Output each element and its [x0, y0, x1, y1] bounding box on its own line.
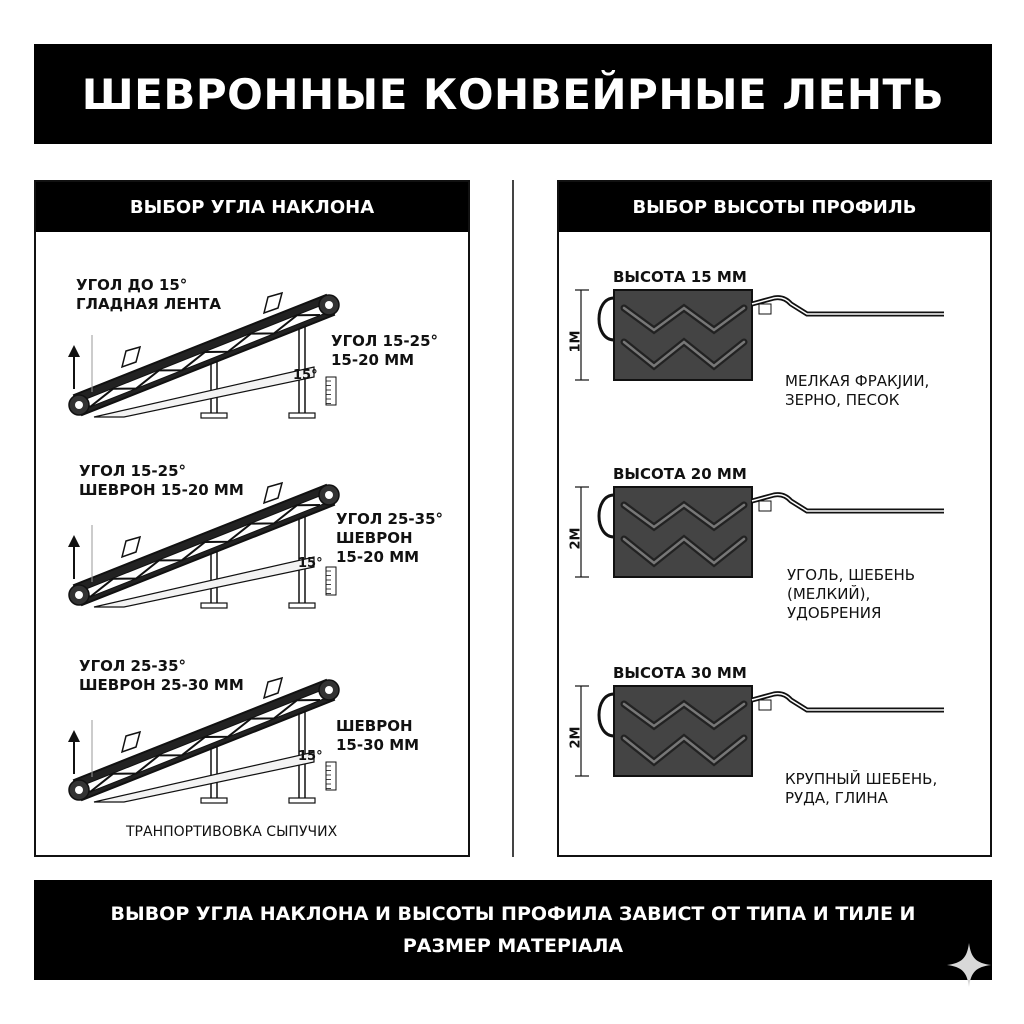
conveyor-illustration-3 [68, 676, 340, 804]
footer-banner: ВЫВОР УГЛА НАКЛОНА И ВЫСОТЫ ПРОФИЛА ЗАВИ… [34, 880, 992, 980]
angle-label-right-2: УГОЛ 25-35° ШЕВРОН 15-20 ММ [336, 510, 444, 566]
panel-caption: ТРАНПОРТИВОВКА СЫПУЧИХ [126, 824, 338, 840]
title-banner: ШЕВРОННЫЕ КОНВЕЙРНЫЕ ЛЕНТЬ [34, 44, 992, 144]
angle-label-left-1: УГОЛ ДО 15° ГЛАДНАЯ ЛЕНТА [76, 276, 222, 313]
angle-label-left-2: УГОЛ 15-25° ШЕВРОН 15-20 ММ [79, 462, 244, 499]
sparkle-icon [947, 943, 991, 987]
panel-divider [512, 180, 514, 857]
profile-height-label-3: ВЫСОТА 30 ММ [613, 664, 747, 682]
angle-label-right-3: ШЕВРОН 15-30 ММ [336, 717, 420, 754]
profile-dim-label-2: 2М [568, 527, 584, 550]
profile-height-label-1: ВЫСОТА 15 ММ [613, 268, 747, 286]
angle-mark-1: 15° [293, 368, 318, 383]
profile-materials-3: КРУПНЫЙ ШЕБЕНЬ, РУДА, ГЛИНА [785, 770, 938, 807]
angle-label-right-1: УГОЛ 15-25° 15-20 ММ [331, 332, 439, 369]
chevron-profile-2 [575, 486, 944, 578]
profile-height-panel: ВЫБОР ВЫСОТЫ ПРОФИЛЬ ВЫСОТА 15 ММ 1М МЕЛ… [557, 180, 992, 857]
incline-angle-panel: ВЫБОР УГЛА НАКЛОНА УГОЛ ДО 15° ГЛАДНАЯ Л… [34, 180, 470, 857]
angle-mark-2: 15° [298, 556, 323, 571]
profile-dim-label-1: 1М [568, 330, 584, 353]
page-title: ШЕВРОННЫЕ КОНВЕЙРНЫЕ ЛЕНТЬ [81, 69, 945, 119]
angle-mark-3: 15° [298, 749, 323, 764]
chevron-profile-1 [575, 289, 944, 381]
footer-note: ВЫВОР УГЛА НАКЛОНА И ВЫСОТЫ ПРОФИЛА ЗАВИ… [110, 903, 916, 957]
profile-materials-1: МЕЛКАЯ ФРАКЈИИ, ЗЕРНО, ПЕСОК [785, 372, 930, 409]
profile-materials-2: УГОЛЬ, ШЕБЕНЬ (МЕЛКИЙ), УДОБРЕНИЯ [787, 566, 916, 622]
conveyor-illustration-1 [68, 291, 340, 419]
profile-height-label-2: ВЫСОТА 20 ММ [613, 465, 747, 483]
chevron-profile-3 [575, 685, 944, 777]
profile-panel-heading: ВЫБОР ВЫСОТЫ ПРОФИЛЬ [559, 182, 990, 232]
incline-panel-heading: ВЫБОР УГЛА НАКЛОНА [36, 182, 468, 232]
angle-label-left-3: УГОЛ 25-35° ШЕВРОН 25-30 ММ [79, 657, 244, 694]
conveyor-illustration-2 [68, 481, 340, 609]
profile-dim-label-3: 2М [568, 726, 584, 749]
